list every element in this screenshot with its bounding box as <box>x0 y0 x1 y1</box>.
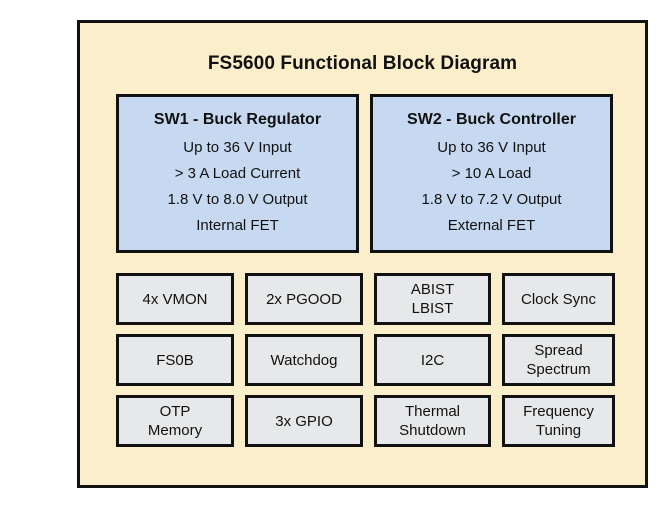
page-title: FS5600 Functional Block Diagram <box>207 53 518 74</box>
sw2-spec-line: > 10 A Load <box>451 165 532 182</box>
sw2-spec-line: 1.8 V to 7.2 V Output <box>421 191 562 208</box>
feature-block-i2c: I2C <box>374 334 491 386</box>
feature-block-fs0b: FS0B <box>116 334 234 386</box>
sw2-spec-line: External FET <box>447 217 536 234</box>
feature-label: 3x GPIO <box>275 412 333 430</box>
sw2-spec-line: Up to 36 V Input <box>437 139 546 156</box>
feature-label: Spread <box>534 342 583 359</box>
feature-label: 2x PGOOD <box>266 290 342 308</box>
feature-block-gpio: 3x GPIO <box>245 395 363 447</box>
feature-block-clock-sync: Clock Sync <box>502 273 615 325</box>
feature-block-watchdog: Watchdog <box>245 334 363 386</box>
feature-block-pgood: 2x PGOOD <box>245 273 363 325</box>
feature-label: Clock Sync <box>520 290 597 308</box>
feature-label: Spectrum <box>526 361 591 378</box>
feature-block-frequency-tuning: Frequency Tuning <box>502 395 615 447</box>
feature-label: 4x VMON <box>142 290 208 308</box>
feature-label: ABIST <box>410 281 455 298</box>
switcher-block-sw2: SW2 - Buck Controller Up to 36 V Input >… <box>370 94 613 253</box>
sw2-heading: SW2 - Buck Controller <box>407 111 576 128</box>
sw1-spec-line: 1.8 V to 8.0 V Output <box>167 191 308 208</box>
sw1-spec-line: > 3 A Load Current <box>174 165 301 182</box>
sw1-spec-line: Up to 36 V Input <box>183 139 292 156</box>
feature-label: Thermal <box>404 403 460 420</box>
sw1-heading: SW1 - Buck Regulator <box>153 111 322 128</box>
feature-label: LBIST <box>411 300 454 317</box>
feature-block-grid: 4x VMON 2x PGOOD ABIST LBIST Clock Sync … <box>116 273 615 457</box>
feature-label: I2C <box>420 351 445 369</box>
feature-block-thermal-shutdown: Thermal Shutdown <box>374 395 491 447</box>
feature-label: OTP <box>159 403 191 420</box>
sw1-spec-line: Internal FET <box>196 217 279 234</box>
feature-label: FS0B <box>156 351 194 369</box>
diagram-panel: FS5600 Functional Block Diagram SW1 - Bu… <box>77 20 648 488</box>
feature-label: Shutdown <box>399 422 466 439</box>
feature-label: Frequency <box>523 403 594 420</box>
feature-block-abist-lbist: ABIST LBIST <box>374 273 491 325</box>
switcher-block-row: SW1 - Buck Regulator Up to 36 V Input > … <box>116 94 613 253</box>
feature-label: Tuning <box>535 422 582 439</box>
feature-block-spread-spectrum: Spread Spectrum <box>502 334 615 386</box>
switcher-block-sw1: SW1 - Buck Regulator Up to 36 V Input > … <box>116 94 359 253</box>
feature-block-vmon: 4x VMON <box>116 273 234 325</box>
feature-label: Memory <box>147 422 203 439</box>
feature-label: Watchdog <box>270 351 338 369</box>
feature-block-otp-memory: OTP Memory <box>116 395 234 447</box>
